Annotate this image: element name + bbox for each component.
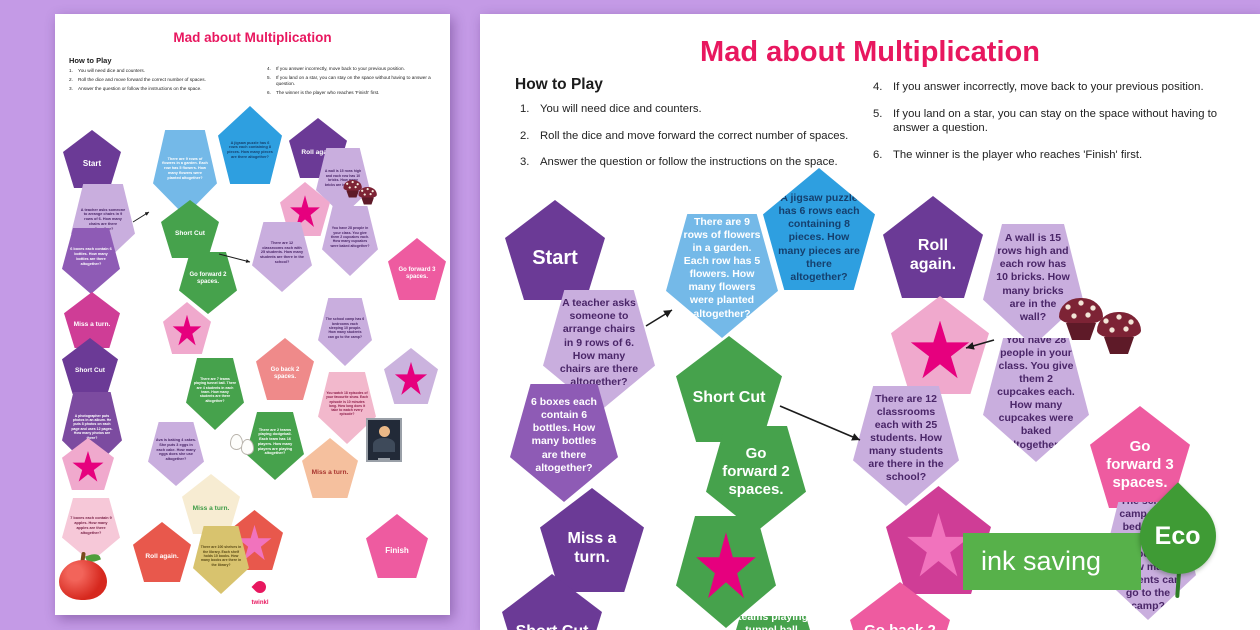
star-icon: [172, 314, 202, 346]
instruction-item: 6. The winner is the player who reaches '…: [873, 148, 1225, 163]
star-icon: [394, 361, 428, 395]
instruction-text: Answer the question or follow the instru…: [540, 156, 838, 169]
space-question-cupcakes: You have 28 people in your class. You gi…: [983, 338, 1089, 462]
star-icon: [907, 512, 970, 577]
twinkl-logo-text: twinkl: [251, 600, 269, 606]
space-roll-again: Roll again.: [883, 196, 983, 298]
space-short-cut: Short Cut: [161, 200, 219, 258]
page-title: Mad about Multiplication: [173, 30, 332, 45]
space-question-jigsaw: A jigsaw puzzle has 6 rows each containi…: [218, 106, 282, 184]
space-question-flowers: There are 9 rows of flowers in a garden.…: [666, 214, 778, 338]
instruction-item: 5. If you land on a star, you can stay on…: [873, 107, 1225, 136]
eco-leaf-icon: Eco: [1124, 482, 1232, 590]
instruction-text: If you land on a star, you can stay on t…: [893, 107, 1218, 135]
twinkl-logo-icon: [251, 578, 269, 596]
instruction-number: 5.: [267, 74, 271, 80]
instruction-text: Answer the question or follow the instru…: [78, 85, 202, 91]
instructions-right-column: 4. If you answer incorrectly, move back t…: [267, 66, 439, 99]
space-question-school-camp: The school camp has 6 bedrooms each slee…: [318, 298, 372, 366]
eco-badge: Eco: [1124, 482, 1232, 612]
space-question-cupcakes: You have 28 people in your class. You gi…: [322, 206, 378, 276]
space-question-jigsaw: A jigsaw puzzle has 6 rows each containi…: [763, 168, 875, 290]
star-icon: [696, 532, 756, 599]
person-photo-icon: [366, 418, 402, 462]
instruction-number: 5.: [873, 107, 883, 120]
instruction-number: 3.: [520, 156, 530, 169]
instruction-item: 4. If you answer incorrectly, move back t…: [267, 66, 439, 72]
instruction-number: 4.: [267, 66, 271, 71]
space-question-bottles: 6 boxes each contain 6 bottles. How many…: [62, 228, 120, 294]
space-go-forward-3: Go forward 3 spaces.: [388, 238, 446, 300]
instruction-text: If you land on a star, you can stay on t…: [276, 74, 431, 86]
space-start: Start: [63, 130, 121, 188]
instructions-right-column: 4. If you answer incorrectly, move back t…: [873, 80, 1225, 175]
space-question-flowers: There are 9 rows of flowers in a garden.…: [153, 130, 217, 216]
instruction-text: Roll the dice and move forward the corre…: [78, 76, 206, 82]
instructions-left-column: 1. You will need dice and counters. 2. Rol…: [69, 68, 259, 95]
space-question-classrooms: There are 12 classrooms each with 25 stu…: [853, 386, 959, 506]
space-star: [384, 348, 438, 404]
instructions-left-column: 1. You will need dice and counters. 2. Rol…: [520, 102, 868, 182]
space-question-library: There are 100 shelves in the library. Ea…: [193, 526, 249, 594]
left-page-sheet: Mad about Multiplication How to Play 1. Y…: [55, 14, 450, 615]
instruction-item: 2. Roll the dice and move forward the cor…: [69, 77, 259, 83]
instruction-number: 6.: [873, 149, 883, 162]
page-title: Mad about Multiplication: [700, 36, 1040, 68]
instruction-number: 4.: [873, 81, 883, 93]
instruction-text: The winner is the player who reaches 'Fi…: [893, 149, 1143, 162]
star-icon: [72, 451, 104, 482]
eco-label: Eco: [1155, 521, 1201, 550]
instruction-text: You will need dice and counters.: [78, 68, 146, 73]
space-start: Start: [505, 200, 605, 300]
instruction-number: 2.: [69, 76, 73, 82]
instruction-text: The winner is the player who reaches 'Fi…: [276, 89, 380, 95]
space-question-tunnel-ball: There are 7 teams playing tunnel ball. T…: [186, 358, 244, 430]
space-question-tunnel-ball: There are 7 teams playing tunnel ball. T…: [720, 616, 826, 630]
instruction-item: 5. If you land on a star, you can stay on…: [267, 75, 439, 87]
space-miss-a-turn: Miss a turn.: [540, 488, 644, 592]
instruction-number: 2.: [520, 129, 530, 142]
instruction-item: 3. Answer the question or follow the inst…: [520, 155, 868, 170]
space-star: [676, 516, 776, 628]
space-finish: Finish: [366, 514, 428, 578]
star-icon: [910, 320, 970, 379]
space-star: [891, 296, 989, 394]
space-question-classrooms: There are 12 classrooms each with 25 stu…: [252, 222, 312, 292]
instruction-number: 6.: [267, 89, 271, 95]
twinkl-logo: twinkl: [238, 578, 282, 606]
space-roll-again: Roll again.: [133, 522, 191, 582]
how-to-play-heading: How to Play: [515, 76, 603, 93]
cupcake-icon: [1096, 312, 1142, 356]
instruction-number: 1.: [520, 103, 530, 115]
instruction-text: If you answer incorrectly, move back to …: [276, 66, 405, 71]
instruction-item: 2. Roll the dice and move forward the cor…: [520, 129, 868, 144]
space-question-ava-cakes: Ava is baking 4 cakes. She puts 3 eggs i…: [148, 422, 204, 486]
space-miss-a-turn: Miss a turn.: [182, 474, 240, 534]
cupcake-icon: [358, 187, 377, 205]
instruction-item: 1. You will need dice and counters.: [69, 68, 259, 74]
space-question-dodgeball: There are 2 teams playing dodgeball. Eac…: [246, 412, 304, 480]
instruction-number: 3.: [69, 85, 73, 91]
instruction-text: Roll the dice and move forward the corre…: [540, 129, 849, 142]
cupcake-icon: [343, 180, 362, 198]
space-go-back-2: Go back 2 spaces.: [256, 338, 314, 400]
instruction-text: If you answer incorrectly, move back to …: [893, 81, 1204, 93]
instruction-item: 4. If you answer incorrectly, move back t…: [873, 80, 1225, 95]
instruction-item: 1. You will need dice and counters.: [520, 102, 868, 117]
how-to-play-heading: How to Play: [69, 56, 112, 65]
cupcake-icon: [1058, 298, 1104, 342]
egg-icon: [241, 439, 254, 455]
instruction-text: You will need dice and counters.: [540, 103, 702, 115]
space-miss-a-turn: Miss a turn.: [302, 438, 358, 498]
space-question-bottles: 6 boxes each contain 6 bottles. How many…: [510, 384, 618, 502]
ink-saving-banner: ink saving: [963, 533, 1141, 590]
instruction-item: 6. The winner is the player who reaches '…: [267, 90, 439, 96]
ink-saving-label: ink saving: [981, 546, 1102, 576]
apple-icon: [59, 551, 107, 600]
instruction-item: 3. Answer the question or follow the inst…: [69, 86, 259, 92]
instruction-number: 1.: [69, 68, 73, 73]
